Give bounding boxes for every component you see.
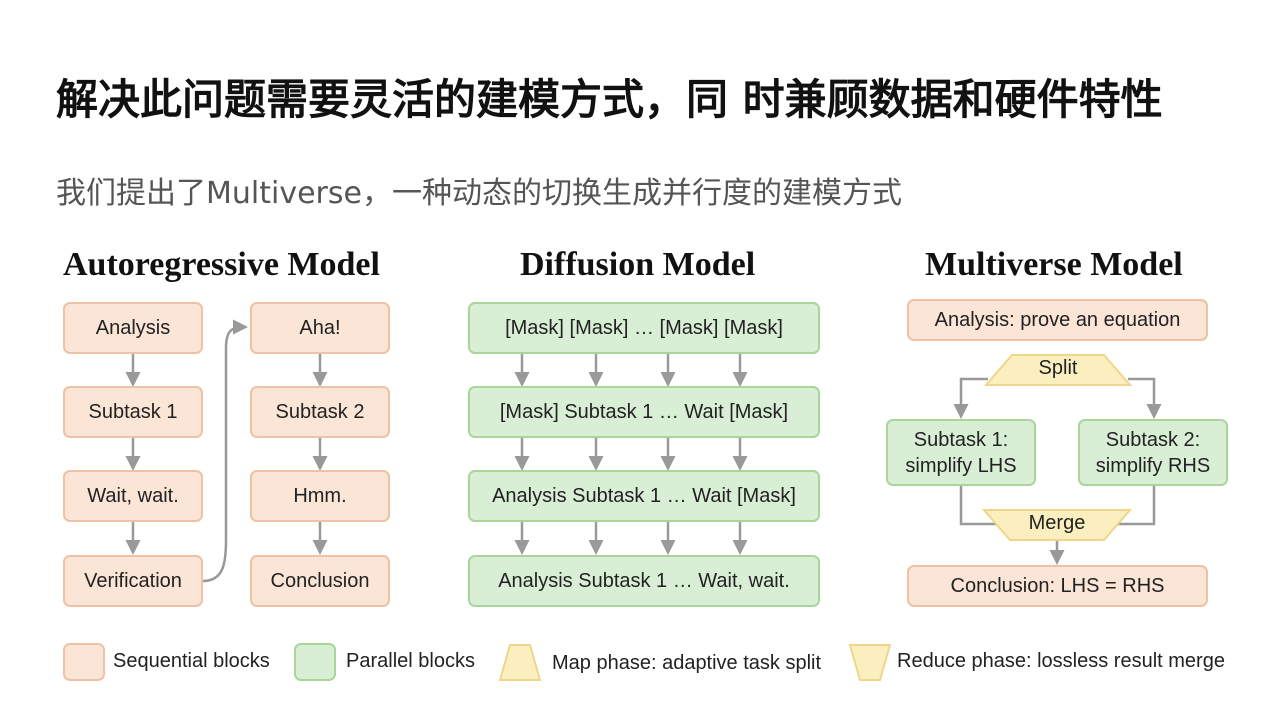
- legend-map-icon: [498, 644, 542, 681]
- slide-subtitle: 我们提出了Multiverse，一种动态的切换生成并行度的建模方式: [56, 176, 902, 211]
- slide-title: 解决此问题需要灵活的建模方式，同 时兼顾数据和硬件特性: [56, 75, 1163, 124]
- mv-box-conclusion: Conclusion: LHS = RHS: [907, 565, 1208, 607]
- ar-box-verification: Verification: [63, 555, 203, 607]
- ar-box-wait: Wait, wait.: [63, 470, 203, 522]
- multiverse-title: Multiverse Model: [925, 246, 1183, 283]
- ar-box-subtask1: Subtask 1: [63, 386, 203, 438]
- legend-reduce-label: Reduce phase: lossless result merge: [897, 650, 1225, 672]
- ar-box-hmm: Hmm.: [250, 470, 390, 522]
- autoregressive-title: Autoregressive Model: [63, 246, 380, 283]
- ar-box-conclusion: Conclusion: [250, 555, 390, 607]
- diffusion-title: Diffusion Model: [520, 246, 756, 283]
- mv-box-subtask2: Subtask 2: simplify RHS: [1078, 419, 1228, 486]
- legend-parallel-swatch: [294, 643, 336, 681]
- ar-box-aha: Aha!: [250, 302, 390, 354]
- mv-merge-left-line: [959, 486, 998, 526]
- mv-box-subtask1: Subtask 1: simplify LHS: [886, 419, 1036, 486]
- mv-merge-right-line: [1116, 486, 1156, 526]
- diff-row-3: Analysis Subtask 1 … Wait [Mask]: [468, 470, 820, 522]
- mv-split-left-arrow: [953, 377, 988, 419]
- mv-split-label: Split: [1038, 357, 1078, 379]
- diff-row-1: [Mask] [Mask] … [Mask] [Mask]: [468, 302, 820, 354]
- merge-trapezoid: [981, 509, 1133, 541]
- mv-box-analysis: Analysis: prove an equation: [907, 299, 1208, 341]
- ar-box-subtask2: Subtask 2: [250, 386, 390, 438]
- mv-merge-label: Merge: [1028, 512, 1086, 534]
- legend-parallel-label: Parallel blocks: [346, 650, 475, 672]
- mv-split-right-arrow: [1128, 377, 1162, 419]
- legend-reduce-icon: [848, 644, 892, 681]
- ar-curve-arrow: [202, 319, 248, 583]
- ar-box-analysis: Analysis: [63, 302, 203, 354]
- legend-sequential-swatch: [63, 643, 105, 681]
- diff-row-4: Analysis Subtask 1 … Wait, wait.: [468, 555, 820, 607]
- legend-sequential-label: Sequential blocks: [113, 650, 270, 672]
- legend-map-label: Map phase: adaptive task split: [552, 652, 822, 674]
- diff-row-2: [Mask] Subtask 1 … Wait [Mask]: [468, 386, 820, 438]
- split-trapezoid: [983, 354, 1133, 386]
